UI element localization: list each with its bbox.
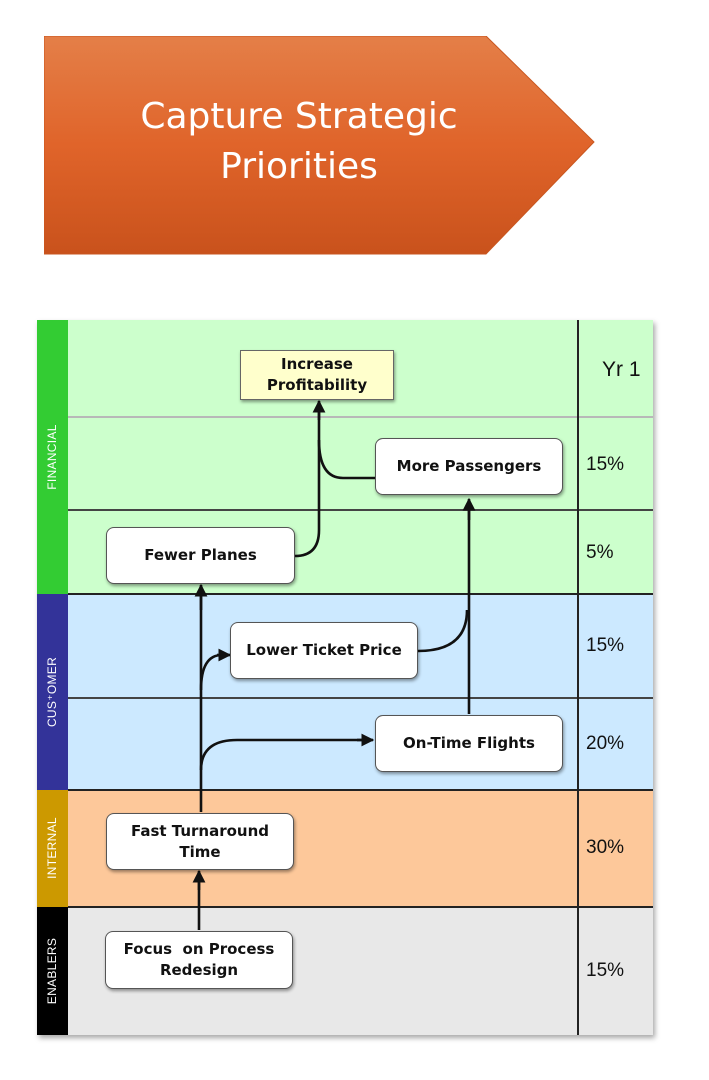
objective-fast-turnaround-time: Fast Turnaround Time — [106, 813, 294, 870]
objective-more-passengers: More Passengers — [375, 438, 563, 495]
weight-cell: 15% — [586, 454, 625, 475]
link-more-passengers-to-profitability — [317, 439, 375, 480]
link-turnaround-to-lower-price — [199, 653, 228, 691]
row-divider — [68, 697, 653, 699]
stripe-enablers — [37, 907, 68, 1035]
objective-on-time-flights: On-Time Flights — [375, 715, 563, 772]
objective-fewer-planes: Fewer Planes — [106, 527, 295, 584]
row-divider — [68, 906, 653, 908]
link-fewer-planes-to-profitability — [294, 403, 321, 558]
row-divider — [68, 509, 653, 511]
weight-cell: 30% — [586, 837, 625, 858]
weight-cell: 20% — [586, 733, 625, 754]
row-divider — [68, 789, 653, 791]
objective-lower-ticket-price: Lower Ticket Price — [230, 622, 418, 679]
row-divider — [68, 416, 577, 418]
objective-links — [192, 399, 476, 930]
link-turnaround-to-ontime — [199, 738, 371, 771]
year-header: Yr 1 — [602, 358, 641, 381]
stripe-customer — [37, 594, 68, 790]
link-lower-price-to-more-passengers — [417, 609, 469, 653]
banner-title: Capture Strategic Priorities — [140, 96, 458, 187]
title-banner: Capture Strategic Priorities — [44, 36, 596, 256]
stripe-internal — [37, 790, 68, 907]
weights-column-divider — [577, 320, 579, 1035]
banner-arrow-shape — [44, 36, 595, 255]
weight-cell: 15% — [586, 960, 625, 981]
weight-cell: 15% — [586, 635, 625, 656]
stripe-financial — [37, 320, 68, 594]
weight-cell: 5% — [586, 542, 614, 563]
strategy-map: FINANCIAL CUS⁺OMER INTERNAL ENABLERS Yr … — [37, 320, 653, 1035]
row-divider — [579, 416, 653, 418]
objective-increase-profitability: Increase Profitability — [240, 350, 394, 400]
row-divider — [68, 593, 653, 595]
objective-focus-on-process-redesign: Focus on Process Redesign — [105, 931, 293, 989]
